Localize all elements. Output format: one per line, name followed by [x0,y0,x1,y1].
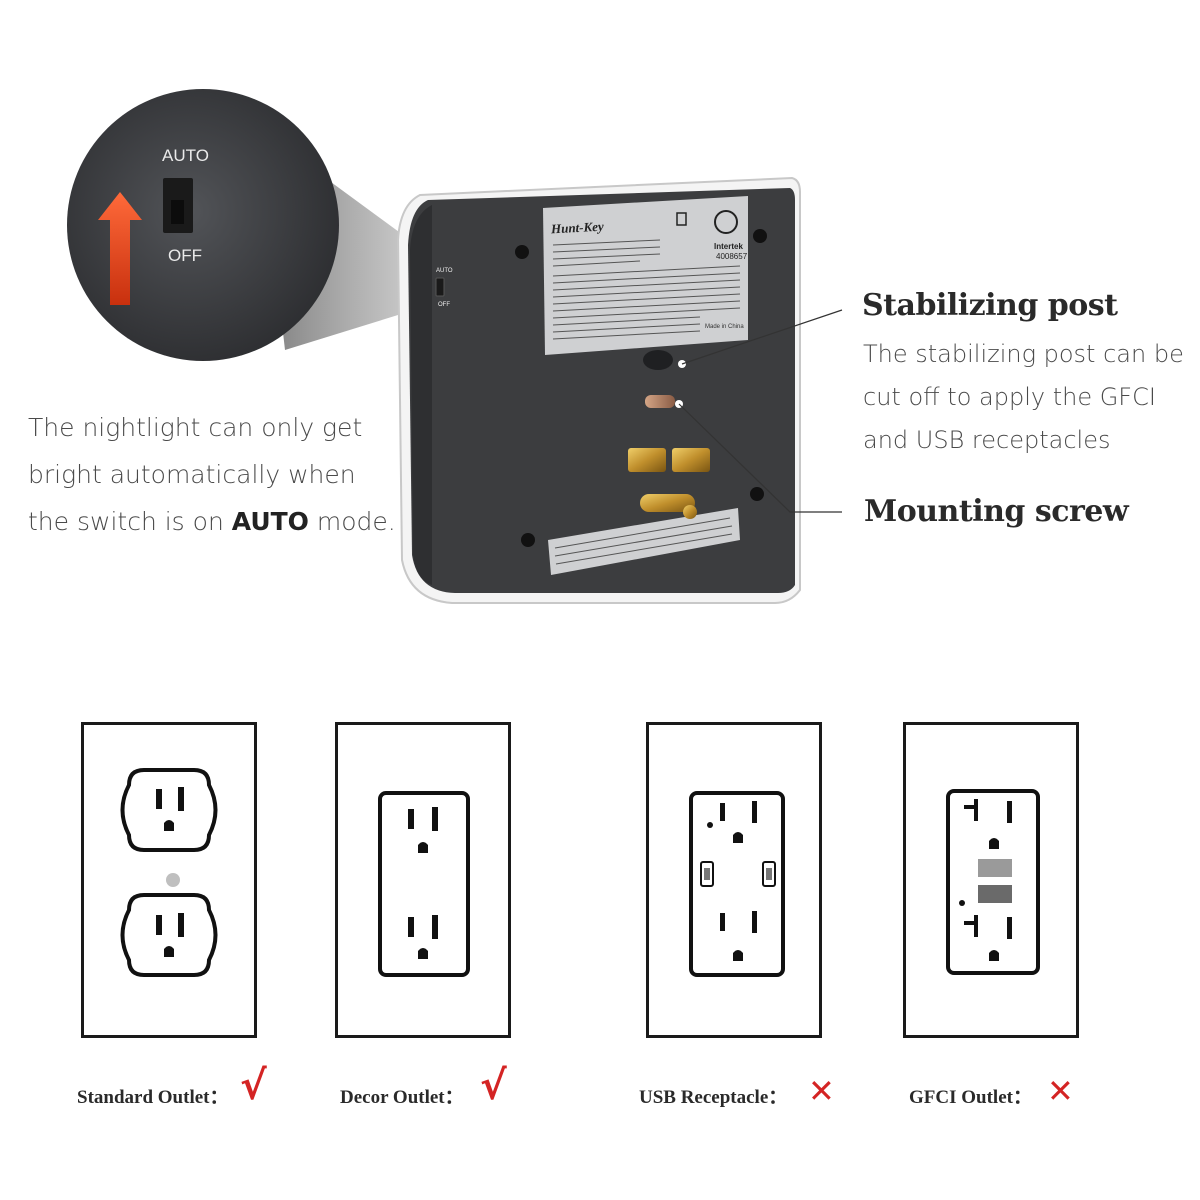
check-mark-icon: √ [240,1063,267,1109]
mounting-hole [515,245,529,259]
nightlight-caption-line3: the switch is on AUTO mode. [28,507,396,536]
gfci-outlet-icon [946,789,1040,975]
device-switch [435,277,445,297]
check-mark-icon: √ [480,1063,507,1109]
decor-outlet-icon [378,791,470,977]
auto-mode-emphasis: AUTO [231,507,309,536]
standard-outlet-icon [120,768,218,977]
device-off-label: OFF [438,302,450,308]
mounting-screw-pointer [678,403,842,513]
stabilizing-post [643,350,673,370]
standard-outlet-plate [81,722,257,1038]
cross-mark-icon: ✕ [1047,1072,1074,1110]
product-illustration [67,89,843,604]
brand-logo: Hunt-Key [550,218,605,237]
device-auto-label: AUTO [436,268,453,274]
cross-mark-icon: ✕ [808,1072,835,1110]
plug-prong [672,448,710,472]
mounting-hole [750,487,764,501]
device-side-panel [410,205,432,585]
switch-zoom-circle [67,89,339,361]
zoom-off-label: OFF [168,246,202,265]
zoom-auto-label: AUTO [162,146,209,165]
decor-outlet-label: Decor Outlet： [340,1087,464,1108]
arrow-up-icon [98,192,142,305]
spec-label-lines [552,239,741,340]
plug-ground-pin [640,494,695,512]
mounting-screw [645,395,675,408]
mounting-hole [521,533,535,547]
stabilizing-post-description: The stabilizing post can be cut off to a… [863,340,1184,454]
nightlight-caption-line1: The nightlight can only get [28,413,363,442]
made-in-label: Made in China [705,324,744,330]
etl-logo-icon [714,210,738,234]
nightlight-caption-line2: bright automatically when [28,460,356,489]
usb-receptacle-label: USB Receptacle： [639,1087,788,1108]
gfci-outlet-plate [903,722,1079,1038]
decor-outlet-plate [335,722,511,1038]
mounting-screw-title: Mounting screw [864,494,1129,529]
stabilizing-post-title: Stabilizing post [862,288,1118,323]
mounting-hole [753,229,767,243]
plug-prong [628,448,666,472]
recycle-bin-icon [676,212,687,226]
intertek-label: Intertek [714,242,743,251]
nightlight-caption: The nightlight can only get bright autom… [28,404,428,545]
standard-outlet-label: Standard Outlet： [77,1087,229,1108]
usb-receptacle-icon [689,791,785,977]
stabilizing-post-pointer [681,309,843,365]
usb-receptacle-plate [646,722,822,1038]
gfci-outlet-label: GFCI Outlet： [909,1087,1032,1108]
cert-number: 4008657 [716,252,748,261]
spec-label [543,196,748,355]
